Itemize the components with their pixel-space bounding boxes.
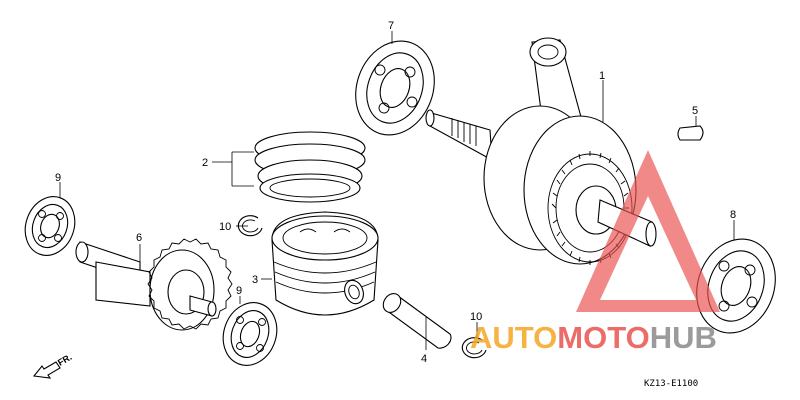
callout-10-upper: 10 — [219, 221, 231, 233]
callout-6: 6 — [136, 232, 142, 244]
direction-arrow-icon — [32, 361, 61, 379]
callout-9-left: 9 — [55, 172, 61, 184]
bearing-part-9-left — [24, 196, 76, 256]
front-direction-marker: FR. — [32, 352, 74, 379]
bearing-part-9-lower — [222, 302, 278, 366]
piston-pin-part-4 — [382, 293, 452, 349]
callout-10-lower: 10 — [470, 311, 482, 323]
diagram-code: KZ13-E1100 — [644, 379, 698, 389]
callout-3: 3 — [252, 274, 258, 286]
watermark: AUTOMOTOHUB — [470, 150, 720, 355]
crankshaft-part-1 — [425, 37, 657, 265]
watermark-auto: AUTO — [470, 320, 557, 355]
watermark-moto: MOTO — [557, 320, 649, 355]
watermark-text: AUTOMOTOHUB — [470, 320, 717, 355]
callout-1: 1 — [599, 70, 605, 82]
callout-2: 2 — [202, 157, 208, 169]
leader-lines — [59, 31, 735, 350]
direction-label: FR. — [56, 352, 74, 368]
piston-part-3 — [271, 211, 379, 316]
callout-4: 4 — [421, 353, 427, 365]
circlip-part-10-upper — [237, 215, 263, 237]
callout-5: 5 — [692, 105, 698, 117]
callout-labels: 1 2 3 4 5 6 7 8 9 9 10 10 — [55, 20, 736, 365]
callout-8: 8 — [730, 209, 736, 221]
piston-rings-part-2 — [254, 131, 366, 203]
watermark-hub: HUB — [650, 320, 717, 355]
callout-9-lower: 9 — [236, 285, 242, 297]
balancer-shaft-part-6 — [75, 238, 233, 331]
callout-7: 7 — [388, 20, 394, 32]
watermark-triangle-icon — [576, 150, 720, 312]
bearing-part-7 — [355, 40, 435, 136]
circlip-part-10-lower — [461, 337, 487, 359]
key-part-5 — [677, 125, 704, 141]
